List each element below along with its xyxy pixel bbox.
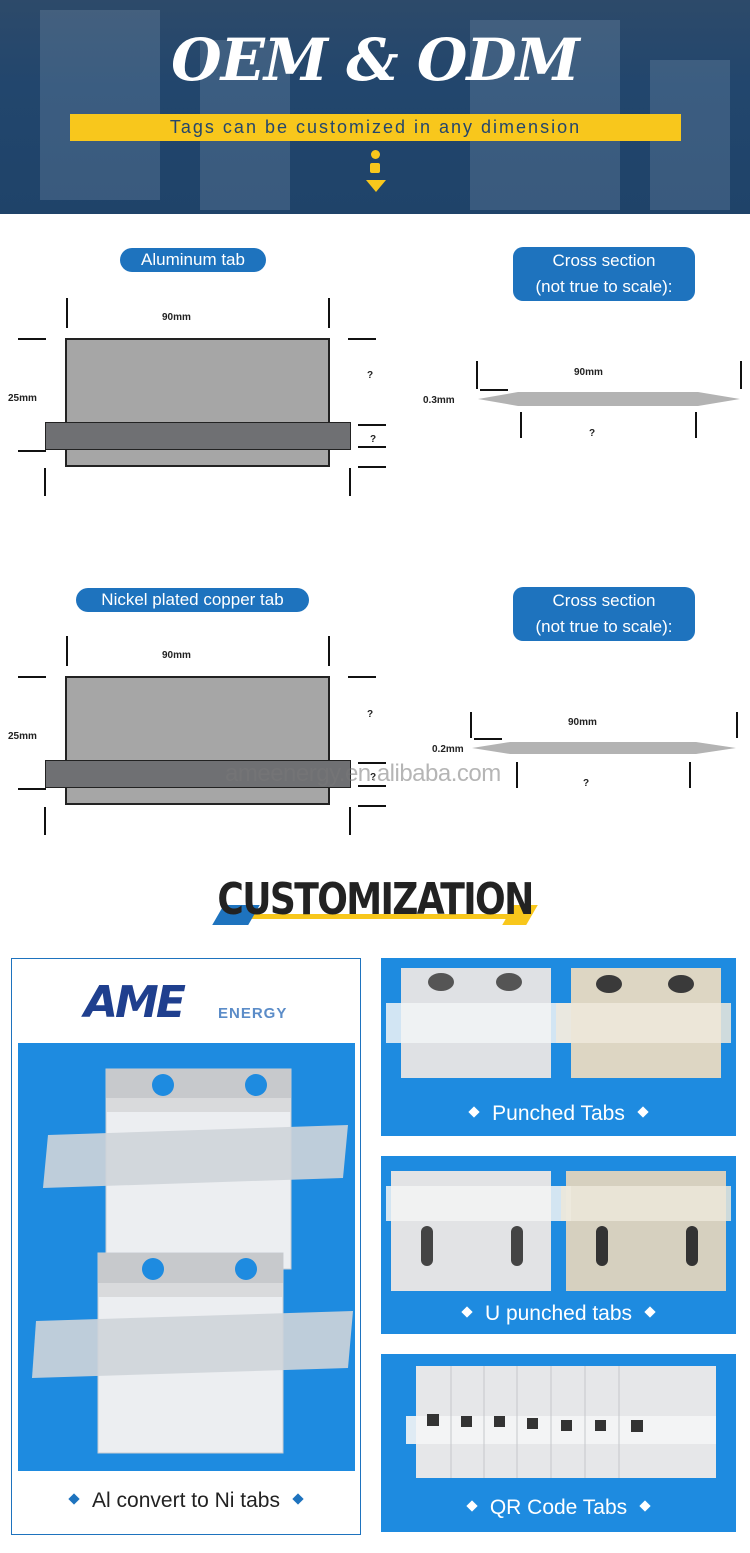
dimension-tick <box>349 468 351 496</box>
diamond-icon <box>468 1106 480 1119</box>
dimension-tick <box>358 762 386 764</box>
caption-text: QR Code Tabs <box>489 1496 628 1519</box>
dimension-tick <box>474 738 502 740</box>
diamond-icon <box>466 1500 478 1513</box>
dimension-tick <box>349 807 351 835</box>
cross-section-label: Cross section (not true to scale): <box>513 587 695 641</box>
dimension-tick <box>476 361 478 389</box>
dimension-tick <box>66 298 68 328</box>
dimension-tick <box>18 338 46 340</box>
cross-section-label-line1: Cross section <box>552 591 656 610</box>
dimension-tick <box>470 712 472 738</box>
cross-width-dimension: 90mm <box>574 367 603 378</box>
dimension-tick <box>358 805 386 807</box>
diamond-icon <box>461 1306 473 1319</box>
unknown-dimension: ? <box>367 370 374 381</box>
tab-type-label: Nickel plated copper tab <box>76 588 309 612</box>
punched-tabs-illustration <box>386 968 731 1078</box>
caption-qr: QR Code Tabs <box>381 1496 736 1520</box>
dimension-tick <box>358 466 386 468</box>
dimension-tick <box>480 389 508 391</box>
cross-section-label-line2: (not true to scale): <box>535 617 673 636</box>
tab-film <box>45 760 351 788</box>
unknown-dimension: ? <box>370 772 377 783</box>
dimension-tick <box>516 762 518 788</box>
u-punched-tabs-card: U punched tabs <box>381 1156 736 1334</box>
logo-sub: ENERGY <box>218 1005 288 1022</box>
cross-section-label: Cross section (not true to scale): <box>513 247 695 301</box>
tab-film <box>45 422 351 450</box>
dimension-tick <box>66 636 68 666</box>
logo-main: AME <box>84 977 186 1028</box>
cross-section-shape <box>472 742 736 754</box>
caption-text: U punched tabs <box>484 1302 633 1325</box>
al-to-ni-card: AME ENERGY Al convert to Ni tabs <box>11 958 361 1535</box>
brand-logo: AME ENERGY <box>84 981 294 1025</box>
banner-subtitle: Tags can be customized in any dimension <box>169 117 582 137</box>
unknown-dimension: ? <box>370 434 377 445</box>
arrow-down-icon <box>366 180 386 192</box>
dimension-tick <box>328 636 330 666</box>
diamond-icon <box>639 1500 651 1513</box>
title-underline <box>236 914 526 919</box>
banner-bg-shape <box>40 10 160 200</box>
dimension-tick <box>736 712 738 738</box>
height-dimension: 25mm <box>8 731 37 742</box>
qr-code-tabs-illustration <box>406 1366 716 1478</box>
height-dimension: 25mm <box>8 393 37 404</box>
diamond-icon <box>292 1493 304 1506</box>
width-dimension: 90mm <box>162 650 191 661</box>
dimension-tick <box>328 298 330 328</box>
banner-subtitle-strip <box>70 114 681 141</box>
width-dimension: 90mm <box>162 312 191 323</box>
caption-u-punched: U punched tabs <box>381 1302 736 1326</box>
dimension-tick <box>358 785 386 787</box>
cross-section-label-line1: Cross section <box>552 251 656 270</box>
qr-code-tabs-card: QR Code Tabs <box>381 1354 736 1532</box>
u-punched-tabs-illustration <box>386 1171 731 1291</box>
tab-type-label: Aluminum tab <box>120 248 266 272</box>
dimension-tick <box>740 361 742 389</box>
dimension-tick <box>18 450 46 452</box>
diamond-icon <box>68 1493 80 1506</box>
caption-punched: Punched Tabs <box>381 1102 736 1126</box>
cross-width-dimension: 90mm <box>568 717 597 728</box>
thickness-dimension: 0.2mm <box>432 744 464 755</box>
dimension-tick <box>358 446 386 448</box>
banner-title: OEM & ODM <box>171 26 580 94</box>
dot-icon <box>370 163 380 173</box>
section-title: CUSTOMIZATION <box>217 874 534 925</box>
unknown-dimension: ? <box>367 709 374 720</box>
cross-section-shape <box>478 392 740 406</box>
al-to-ni-photo <box>18 1043 355 1471</box>
dimension-tick <box>520 412 522 438</box>
dimension-tick <box>44 807 46 835</box>
thickness-dimension: 0.3mm <box>423 395 455 406</box>
tabs-illustration <box>32 1068 353 1454</box>
diamond-icon <box>644 1306 656 1319</box>
watermark: ameenergy.en.alibaba.com <box>225 760 501 787</box>
dimension-tick <box>695 412 697 438</box>
dot-icon <box>371 150 380 159</box>
caption-al-to-ni: Al convert to Ni tabs <box>12 1489 360 1513</box>
cross-section-label-line2: (not true to scale): <box>535 277 673 296</box>
dimension-tick <box>18 788 46 790</box>
unknown-dimension: ? <box>583 778 590 789</box>
dimension-tick <box>348 338 376 340</box>
caption-text: Al convert to Ni tabs <box>92 1489 280 1512</box>
dimension-tick <box>348 676 376 678</box>
dimension-tick <box>689 762 691 788</box>
diamond-icon <box>637 1106 649 1119</box>
dimension-tick <box>44 468 46 496</box>
punched-tabs-card: Punched Tabs <box>381 958 736 1136</box>
dimension-tick <box>358 424 386 426</box>
caption-text: Punched Tabs <box>492 1102 625 1125</box>
unknown-dimension: ? <box>589 428 596 439</box>
dimension-tick <box>18 676 46 678</box>
